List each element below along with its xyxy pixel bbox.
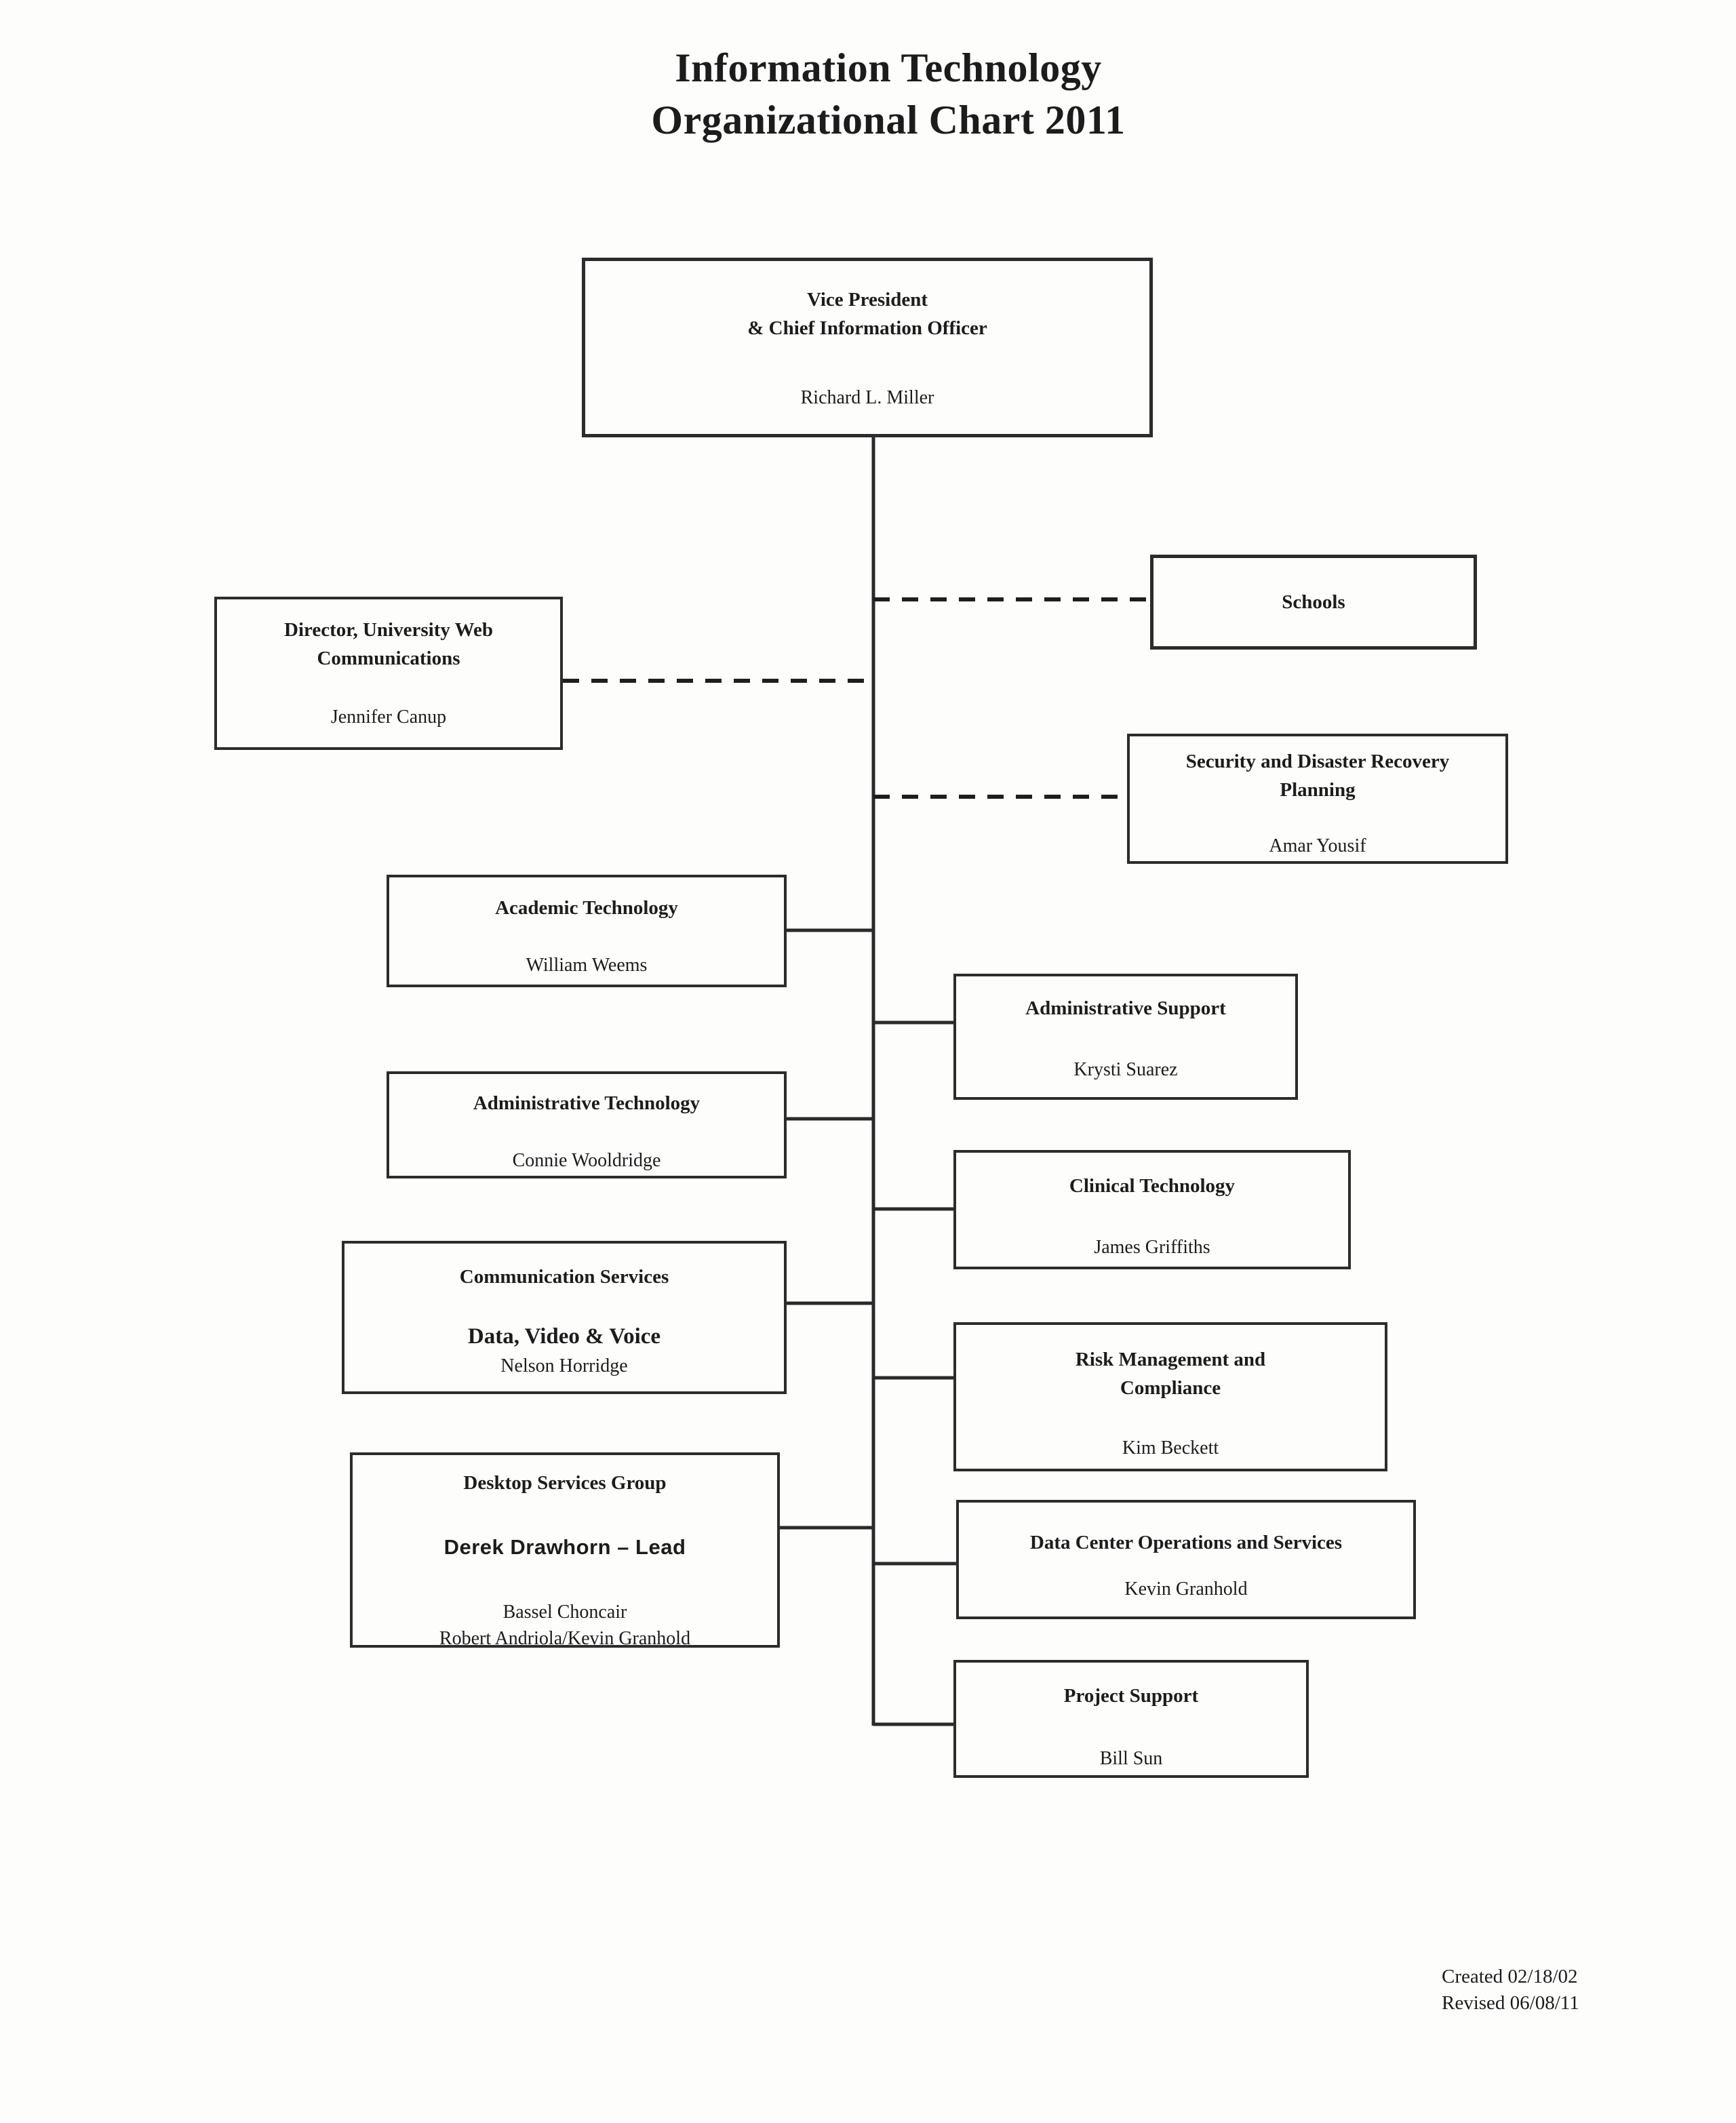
box-lead-person: Derek Drawhorn – Lead bbox=[443, 1535, 686, 1560]
box-title: Administrative Technology bbox=[473, 1092, 701, 1114]
box-title: Risk Management and Compliance bbox=[1075, 1349, 1266, 1400]
revised-date: Revised 06/08/11 bbox=[1442, 1992, 1579, 2015]
box-subtitle: Data, Video & Voice bbox=[467, 1324, 661, 1349]
box-staff-persons: Bassel Choncair Robert Andriola/Kevin Gr… bbox=[439, 1602, 691, 1650]
org-box-security-disaster-recovery: Security and Disaster Recovery Planning … bbox=[1127, 734, 1508, 864]
box-person: Nelson Horridge bbox=[500, 1355, 628, 1376]
box-title: Vice President & Chief Information Offic… bbox=[747, 289, 987, 340]
org-box-administrative-technology: Administrative Technology Connie Wooldri… bbox=[387, 1071, 787, 1178]
org-box-vice-president: Vice President & Chief Information Offic… bbox=[582, 258, 1153, 437]
box-title: Communication Services bbox=[459, 1266, 669, 1288]
org-box-risk-management: Risk Management and Compliance Kim Becke… bbox=[953, 1322, 1387, 1471]
box-person: Kim Beckett bbox=[1122, 1437, 1219, 1459]
org-box-web-communications: Director, University Web Communications … bbox=[214, 597, 563, 750]
org-box-academic-technology: Academic Technology William Weems bbox=[387, 875, 787, 987]
box-person: Kevin Granhold bbox=[1124, 1579, 1248, 1600]
org-box-project-support: Project Support Bill Sun bbox=[953, 1660, 1309, 1778]
box-title: Desktop Services Group bbox=[463, 1472, 667, 1494]
box-person: William Weems bbox=[526, 955, 648, 976]
page-title: Information Technology Organizational Ch… bbox=[651, 45, 1126, 142]
box-title: Data Center Operations and Services bbox=[1029, 1532, 1343, 1553]
box-person: Krysti Suarez bbox=[1073, 1059, 1178, 1081]
box-person: Jennifer Canup bbox=[330, 707, 447, 728]
org-box-clinical-technology: Clinical Technology James Griffiths bbox=[953, 1150, 1351, 1269]
box-title: Administrative Support bbox=[1025, 997, 1226, 1019]
box-title: Security and Disaster Recovery Planning bbox=[1185, 751, 1450, 801]
org-box-data-center-operations: Data Center Operations and Services Kevi… bbox=[956, 1500, 1416, 1619]
box-title: Clinical Technology bbox=[1069, 1175, 1236, 1197]
org-box-administrative-support: Administrative Support Krysti Suarez bbox=[953, 974, 1298, 1100]
created-date: Created 02/18/02 bbox=[1442, 1966, 1578, 1987]
org-box-desktop-services: Desktop Services Group Derek Drawhorn – … bbox=[350, 1452, 780, 1649]
box-person: Connie Wooldridge bbox=[512, 1150, 661, 1172]
box-person: Amar Yousif bbox=[1269, 835, 1366, 857]
box-person: James Griffiths bbox=[1094, 1237, 1210, 1258]
box-person: Bill Sun bbox=[1099, 1748, 1163, 1770]
box-title: Director, University Web Communications bbox=[284, 619, 493, 670]
box-title: Academic Technology bbox=[495, 897, 678, 919]
org-box-communication-services: Communication Services Data, Video & Voi… bbox=[342, 1241, 787, 1394]
org-box-schools: Schools bbox=[1150, 555, 1477, 650]
box-person: Richard L. Miller bbox=[800, 387, 934, 409]
revision-note: Created 02/18/02 Revised 06/08/11 bbox=[1442, 1964, 1579, 2017]
box-title: Schools bbox=[1282, 591, 1345, 613]
box-title: Project Support bbox=[1063, 1685, 1199, 1707]
